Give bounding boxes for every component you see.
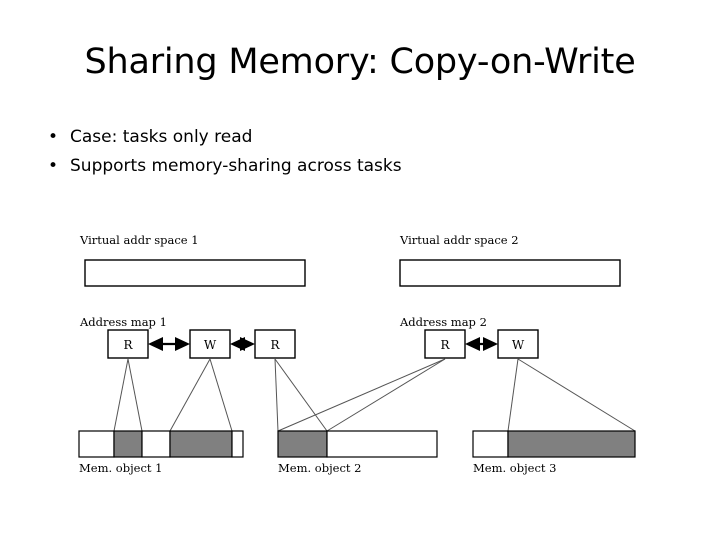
mem-object-1-segment-4 bbox=[231, 430, 244, 458]
fan-map1-entry0 bbox=[113, 358, 143, 432]
address-map-2-label: Address map 2 bbox=[399, 315, 487, 329]
mem-object-1-label: Mem. object 1 bbox=[79, 461, 163, 475]
virtual-addr-space-1-rect bbox=[84, 259, 306, 287]
address-map-1-connector-1-arrow bbox=[230, 337, 255, 351]
copy-on-write-diagram: Virtual addr space 1 Virtual addr space … bbox=[0, 222, 720, 482]
address-map-1-entry-0-letter: R bbox=[123, 338, 133, 352]
mem-object-3-segment-0 bbox=[472, 430, 509, 458]
page-title: Sharing Memory: Copy-on-Write bbox=[84, 42, 636, 82]
mem-object-1-segment-1 bbox=[113, 430, 143, 458]
address-map-1-entry-0-box bbox=[107, 329, 149, 359]
bullet-marker-icon: • bbox=[48, 127, 59, 147]
mem-object-2-segment-1 bbox=[326, 430, 438, 458]
address-map-2-connector-0-arrow bbox=[465, 337, 498, 351]
address-map-1-entry-1-box bbox=[189, 329, 231, 359]
mem-object-1-segment-3 bbox=[169, 430, 233, 458]
fan-map2-entry0 bbox=[277, 358, 446, 432]
address-map-1-entry-2-box bbox=[254, 329, 296, 359]
mem-object-2-bar bbox=[277, 430, 438, 458]
virtual-addr-space-1-label: Virtual addr space 1 bbox=[79, 233, 199, 247]
mem-object-1-segment-0 bbox=[78, 430, 115, 458]
mem-object-3-label: Mem. object 3 bbox=[473, 461, 557, 475]
mem-object-3-bar bbox=[472, 430, 636, 458]
fan-map1-entry2 bbox=[274, 358, 328, 432]
virtual-addr-space-2-rect bbox=[399, 259, 621, 287]
address-map-2-entry-1-box bbox=[497, 329, 539, 359]
diagram-canvas: Virtual addr space 1 Virtual addr space … bbox=[78, 233, 636, 475]
bullet-text: Case: tasks only read bbox=[70, 127, 253, 147]
fan-map1-entry1 bbox=[169, 358, 233, 432]
address-map-1-connector-0-arrow bbox=[148, 337, 190, 351]
mem-object-2-label: Mem. object 2 bbox=[278, 461, 362, 475]
mem-object-3-segment-1 bbox=[507, 430, 636, 458]
bullet-list: • Case: tasks only read • Supports memor… bbox=[48, 127, 648, 186]
mem-object-2-segment-0 bbox=[277, 430, 328, 458]
fan-map2-entry1 bbox=[507, 358, 636, 432]
address-map-2-entry-0-letter: R bbox=[440, 338, 450, 352]
list-item: • Supports memory-sharing across tasks bbox=[48, 156, 648, 177]
mem-object-1-bar bbox=[78, 430, 244, 458]
list-item: • Case: tasks only read bbox=[48, 127, 648, 148]
virtual-addr-space-2-label: Virtual addr space 2 bbox=[399, 233, 519, 247]
address-map-1-entry-2-letter: R bbox=[270, 338, 280, 352]
address-map-2-entry-1-letter: W bbox=[512, 338, 525, 352]
bullet-text: Supports memory-sharing across tasks bbox=[70, 156, 402, 177]
address-map-2-entry-0-box bbox=[424, 329, 466, 359]
address-map-1-entry-1-letter: W bbox=[204, 338, 217, 352]
address-map-1-label: Address map 1 bbox=[79, 315, 167, 329]
mem-object-1-segment-2 bbox=[141, 430, 171, 458]
bullet-marker-icon: • bbox=[48, 156, 59, 177]
